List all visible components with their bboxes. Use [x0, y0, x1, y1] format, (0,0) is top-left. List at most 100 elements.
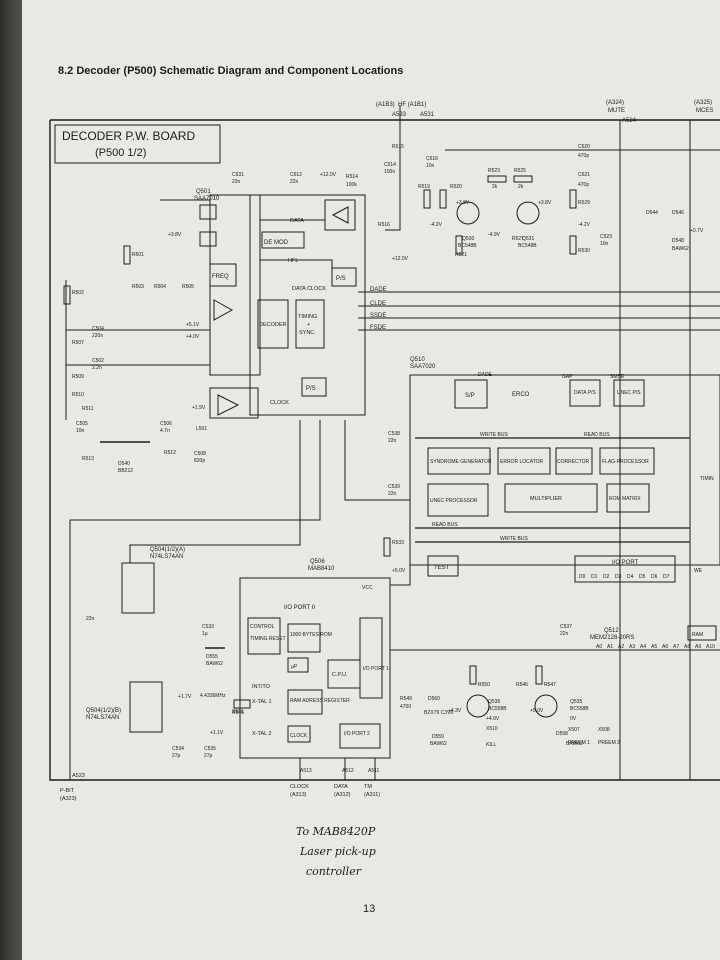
- sig-smse: SMSE: [610, 374, 625, 380]
- sig-a513: A513: [300, 768, 312, 774]
- ref-c538: C538: [388, 431, 400, 437]
- control-block: [247, 617, 281, 655]
- rom-label: 1000 BYTES ROM: [290, 632, 332, 638]
- sp-block: [454, 379, 488, 409]
- ref-r501: R501: [132, 252, 144, 258]
- ref-r550: R550: [478, 682, 490, 688]
- val-c504: 220n: [92, 333, 103, 339]
- voltage-16: +5.1V: [186, 322, 200, 328]
- corrector-block: [555, 447, 593, 475]
- ps-label-2: P/S: [306, 386, 316, 392]
- ref-d559-part: BAW62: [430, 741, 447, 747]
- ram-addr-pin-row: A0 A1 A2 A3 A4 A5 A6 A7 A8 A9 A10: [596, 644, 715, 650]
- ref-c516: C516: [426, 156, 438, 162]
- ic-q504a: [121, 562, 155, 614]
- voltage-11: +1.7V: [178, 694, 192, 700]
- sig-tm-a: (A311): [364, 792, 380, 798]
- ref-r504: R504: [154, 284, 166, 290]
- conn-mces: MCES: [696, 108, 713, 114]
- annotation-line-2: Laser pick-up: [299, 845, 376, 858]
- ref-r514: R514: [346, 174, 358, 180]
- ref-d555: D555: [206, 654, 218, 660]
- val-c531: 22n: [232, 179, 241, 185]
- ref-r520: R520: [450, 184, 462, 190]
- voltage-12: +1.1V: [210, 730, 224, 736]
- ref-d555-part: BAW62: [206, 661, 223, 667]
- ic-q501-part: SAA7010: [194, 196, 220, 202]
- annotation-line-3: controller: [306, 865, 362, 878]
- ic-q501-lower: [209, 387, 259, 419]
- de-mod-triangle: [331, 206, 349, 224]
- ic-q504b-label: Q504(1/2)(B): [86, 708, 121, 714]
- val-c530: 22n: [86, 616, 95, 622]
- unec-proc-label: UNEC PROCESSOR: [430, 498, 478, 504]
- addr-pin-a6: A6: [662, 644, 668, 650]
- io-pin-d7: D7: [663, 574, 670, 580]
- voltage-2: +3.8V: [538, 200, 552, 206]
- sig-we: WE: [694, 568, 703, 574]
- conn-hf: HF (A1B1): [398, 102, 426, 108]
- wire-port1: [390, 540, 411, 586]
- ic-q504a-part: N74LS74AN: [150, 554, 183, 560]
- ic-q512-part: MEM2128-20RS: [590, 635, 634, 641]
- flag-label: FLAG-PROCESSOR: [602, 459, 649, 465]
- sync-label: SYNC.: [299, 330, 316, 336]
- voltage-14: 0V: [570, 716, 577, 722]
- ic-q510-frame: [409, 374, 720, 566]
- transistor-q531: [516, 201, 540, 225]
- ref-c534: C534: [172, 746, 184, 752]
- syndrome-label: SYNDROME GENERATOR: [430, 459, 492, 465]
- sig-data: DATA: [290, 218, 304, 224]
- addr-pin-a5: A5: [651, 644, 657, 650]
- io-port-bank-label: I/O PORT: [612, 560, 639, 566]
- conn-a325: (A325): [694, 100, 712, 106]
- resistor-r547: [535, 665, 543, 685]
- ref-r521: R521: [455, 252, 467, 258]
- sig-data-conn: DATA: [334, 784, 348, 790]
- sig-data-a: (A312): [334, 792, 351, 798]
- ref-r511: R511: [82, 406, 94, 412]
- ref-c523: C523: [600, 234, 612, 240]
- ref-r519: R519: [418, 184, 430, 190]
- up-label: μP: [291, 664, 298, 670]
- addr-pin-a10: A10: [706, 644, 715, 650]
- ref-r523: R523: [488, 168, 500, 174]
- addr-pin-a8: A8: [684, 644, 690, 650]
- addr-pin-a3: A3: [629, 644, 635, 650]
- sig-xtal-ref: X501: [232, 709, 244, 715]
- ref-l501: L501: [196, 426, 207, 432]
- board-outline-left: [49, 120, 720, 781]
- ref-c506: C506: [160, 421, 172, 427]
- voltage-4: -4.2V: [578, 222, 591, 228]
- flag-processor-block: [599, 447, 655, 475]
- ref-d540-part: BB212: [118, 468, 133, 474]
- page-title: 8.2 Decoder (P500) Schematic Diagram and…: [58, 65, 403, 77]
- transistor-q536: [466, 694, 490, 718]
- resistor-r523: [487, 175, 507, 183]
- ref-r515: R515: [392, 144, 404, 150]
- sig-read-bus-2: READ BUS: [432, 522, 458, 528]
- sig-a512: A512: [342, 768, 354, 774]
- component-refs: C531 C512 C514 C520 C521 C523 C504 C502 …: [72, 144, 689, 752]
- ref-r502: R502: [72, 290, 84, 296]
- ref-d540: D540: [118, 461, 130, 467]
- q531-label: Q531: [522, 236, 534, 242]
- timing-reset-label: TIMING RESET: [250, 636, 286, 642]
- voltage-9: +4.9V: [486, 716, 500, 722]
- sig-hfl: HFL: [288, 258, 298, 264]
- ref-c535: C535: [204, 746, 216, 752]
- val-c506: 4.7n: [160, 428, 170, 434]
- demod-label: DE MOD: [264, 240, 289, 246]
- resistor-r519: [423, 189, 431, 209]
- sig-tm-conn: TM: [364, 784, 372, 790]
- q530-label: Q530: [462, 236, 474, 242]
- ref-r546: R546: [516, 682, 528, 688]
- decoder-ic-frame: [249, 194, 366, 416]
- ref-r549: R549: [400, 696, 412, 702]
- unec-ps-label: UNEC P/S: [617, 390, 641, 396]
- sig-clock-conn: CLOCK: [290, 784, 309, 790]
- sig-dade: DADE: [370, 287, 387, 293]
- wire-hf-in: [385, 105, 401, 231]
- voltage-19: +12.0V: [392, 256, 409, 262]
- q536-label: Q536: [488, 699, 500, 705]
